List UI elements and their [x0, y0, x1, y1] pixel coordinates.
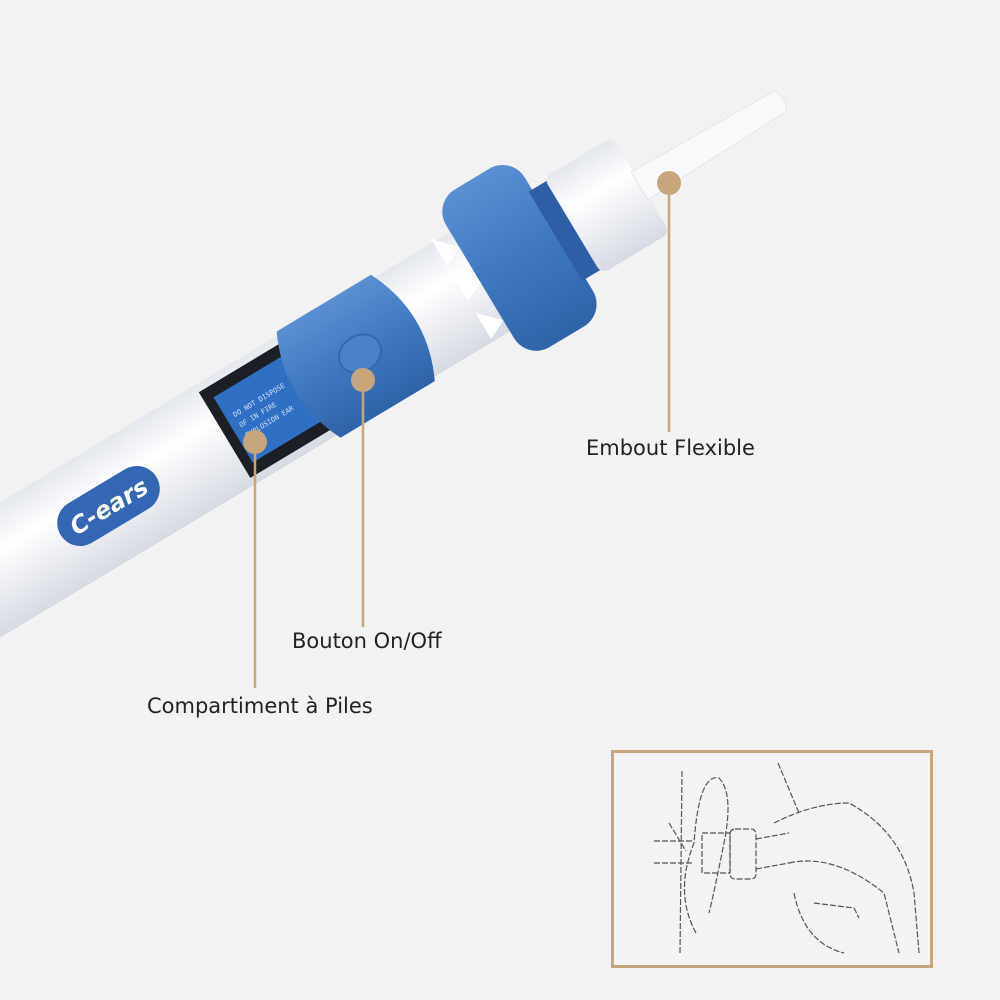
callout-label-battery-compartment: Compartiment à Piles — [147, 694, 373, 718]
callout-label-flexible-tip: Embout Flexible — [586, 436, 755, 460]
usage-illustration-inset — [611, 750, 933, 968]
flexible-tip — [630, 90, 787, 201]
ear-hand-sketch-icon — [654, 762, 920, 954]
power-button — [337, 333, 383, 374]
callout-dot-battery — [243, 430, 267, 454]
callout-lines — [253, 183, 671, 688]
tip-base — [546, 139, 668, 271]
blue-wheel — [442, 165, 597, 351]
white-fins — [430, 238, 504, 340]
callout-dot-tip — [657, 171, 681, 195]
callout-label-power-button: Bouton On/Off — [292, 629, 442, 653]
callout-dot-button — [351, 368, 375, 392]
callout-dots — [243, 171, 681, 454]
battery-compartment: DO NOT DISPOSE OF IN FIRE EXPLOSION EAR — [198, 332, 349, 478]
ear-cleaner-device: DO NOT DISPOSE OF IN FIRE EXPLOSION EAR … — [0, 90, 787, 654]
